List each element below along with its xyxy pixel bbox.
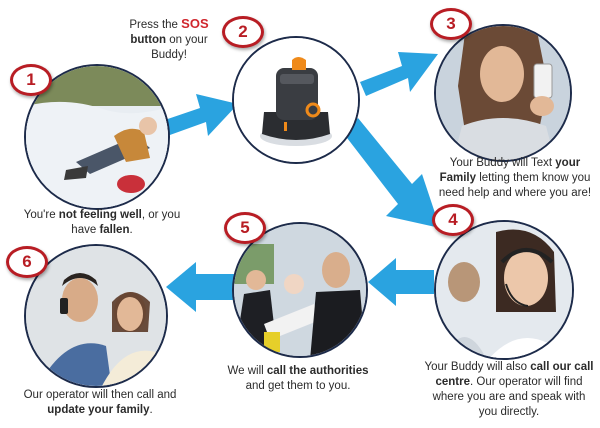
- step-1-badge: 1: [10, 64, 52, 96]
- step-4-photo-call-centre-operator: [434, 220, 574, 360]
- arrow-1-to-2: [150, 94, 238, 140]
- step-3-photo-family-texting: [434, 24, 572, 162]
- arrow-4-to-5: [368, 258, 434, 306]
- step-2-badge: 2: [222, 16, 264, 48]
- step-6-badge: 6: [6, 246, 48, 278]
- arrow-5-to-6: [166, 262, 236, 312]
- arrow-2-to-3: [360, 52, 438, 96]
- step-6-photo-family-on-phone: [24, 244, 168, 388]
- step-5-caption: We will call the authorities and get the…: [227, 365, 369, 392]
- step-2-photo-buddy-device: [232, 36, 360, 164]
- step-6-caption: Our operator will then call and update y…: [23, 389, 177, 416]
- step-3-badge: 3: [430, 8, 472, 40]
- step-1-caption: You're not feeling well, or you have fal…: [23, 209, 181, 236]
- arrow-2-to-4: [344, 118, 440, 228]
- step-4-badge: 4: [432, 204, 474, 236]
- step-5-badge: 5: [224, 212, 266, 244]
- step-5-photo-paramedics: [232, 222, 368, 358]
- step-4-caption: Your Buddy will also call our call centr…: [424, 361, 594, 418]
- step-3-caption: Your Buddy will Text your Family letting…: [438, 157, 592, 199]
- step-2-caption: Press the SOS button on your Buddy!: [129, 16, 209, 61]
